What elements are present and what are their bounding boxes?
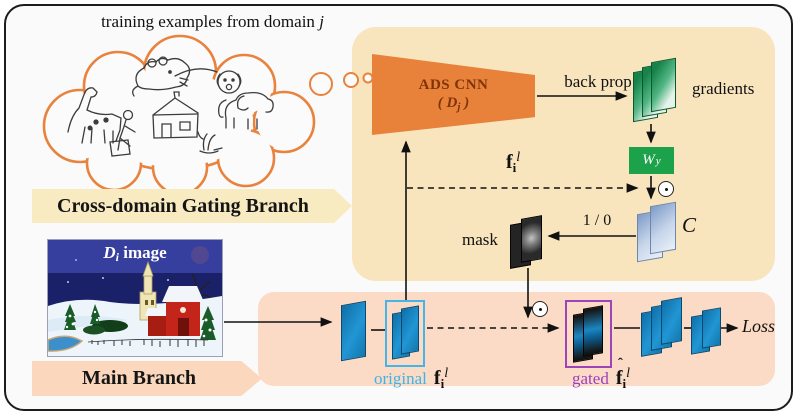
- conv-stack-2-icon: [691, 306, 733, 356]
- gated-feature-box: [565, 300, 612, 368]
- elementwise-product-icon: [658, 181, 674, 197]
- gradients-label: gradients: [692, 79, 755, 98]
- classifier-output-label: C: [682, 213, 697, 237]
- di-image-label: Di image: [103, 243, 167, 264]
- loss-label: Loss: [742, 316, 776, 336]
- elementwise-product-icon: [532, 301, 548, 317]
- feature-label-gating: fil: [506, 150, 521, 175]
- feature-layer-icon: [341, 300, 371, 363]
- back-prop-label: back prop: [564, 72, 632, 91]
- gating-branch-banner: Cross-domain Gating Branch: [32, 189, 352, 223]
- original-feature-label: original fil: [374, 366, 449, 391]
- cloud-caption: training examples from domain j: [101, 12, 324, 31]
- thought-cloud: [42, 34, 316, 196]
- main-branch-banner: Main Branch: [32, 361, 262, 396]
- sketch-doodles-icon: [67, 56, 274, 157]
- mask-label: mask: [462, 230, 498, 249]
- di-input-image: [48, 240, 222, 356]
- gating-banner-label: Cross-domain Gating Branch: [57, 194, 309, 217]
- mask-stack-icon: [510, 215, 548, 271]
- classifier-stack-icon: [637, 201, 683, 264]
- binarize-label: 1 / 0: [582, 212, 612, 229]
- ads-cnn-domain: ( Dj ): [437, 94, 470, 113]
- gradients-stack-icon: [633, 57, 683, 124]
- original-feature-box: [385, 300, 425, 367]
- main-banner-label: Main Branch: [82, 367, 196, 389]
- ads-cnn-title: ADS CNN: [418, 76, 489, 93]
